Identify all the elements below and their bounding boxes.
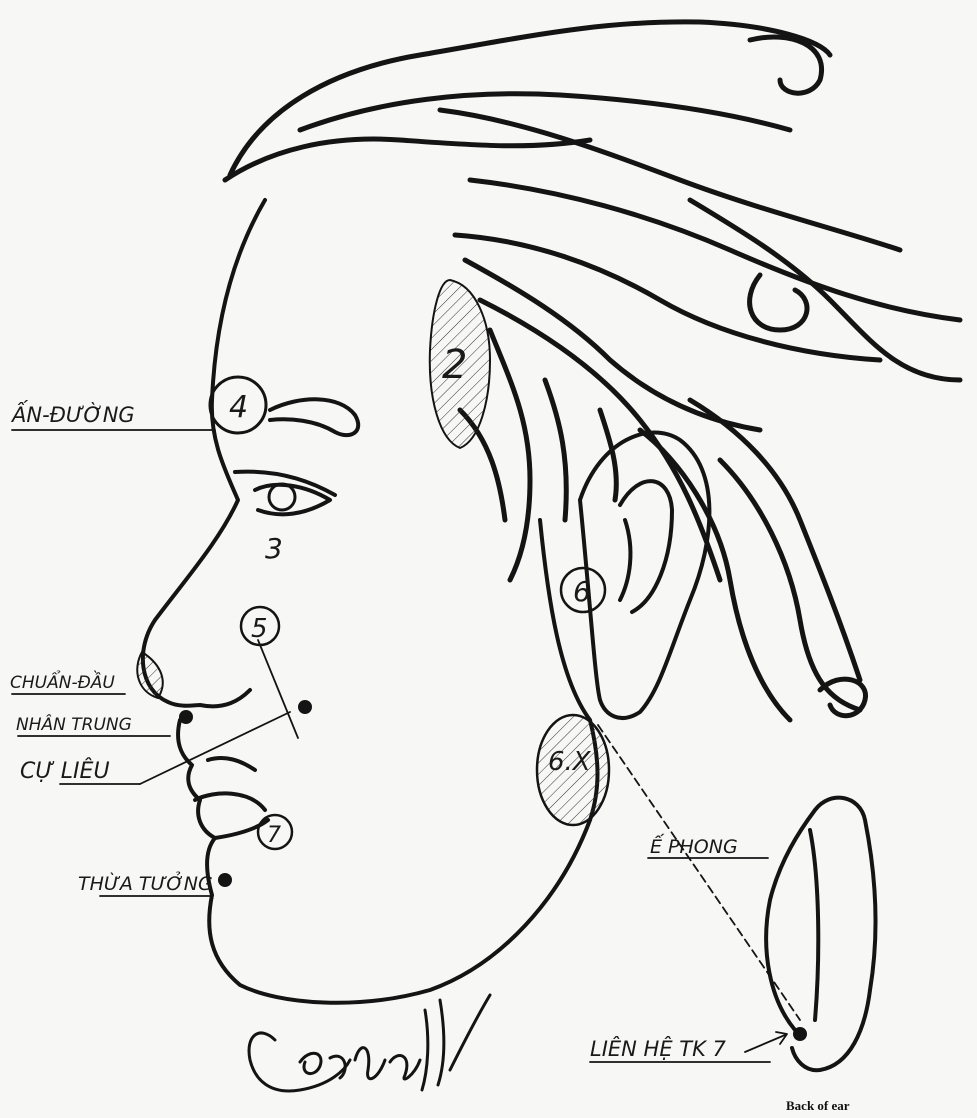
signature	[249, 995, 490, 1091]
cu-lieu-label: CỰ LIÊU	[20, 758, 110, 784]
nhan-trung-dot	[179, 710, 193, 724]
back-of-ear-sketch	[766, 798, 875, 1071]
lien-he-arrow	[745, 1035, 785, 1052]
nhan-trung-label: NHÂN TRUNG	[16, 713, 132, 735]
back-of-ear-caption: Back of ear	[786, 1098, 850, 1113]
point-5-label: 5	[251, 614, 268, 644]
leader-lines	[12, 430, 800, 1062]
point-3-label: 3	[265, 532, 283, 565]
lien-he-label: LIÊN HỆ TK 7	[590, 1036, 727, 1061]
point-2-label: 2	[442, 342, 467, 388]
cu-lieu-dot	[298, 700, 312, 714]
thua-tuong-dot	[218, 873, 232, 887]
nasolabial-line	[258, 640, 298, 738]
chuan-dau-region	[137, 652, 163, 698]
point-6x-label: 6.X	[548, 747, 592, 777]
lien-he-dot	[793, 1027, 807, 1041]
e-phong-line	[598, 725, 800, 1020]
point-6-label: 6	[573, 575, 591, 608]
eye-region	[235, 399, 358, 514]
an-duong-label: ẤN-ĐƯỜNG	[10, 400, 135, 427]
thua-tuong-label: THỪA TƯỞNG	[78, 870, 213, 895]
point-7-label: 7	[267, 823, 281, 848]
e-phong-label: Ế PHONG	[650, 833, 738, 858]
chuan-dau-label: CHUẨN-ĐẦU	[10, 669, 115, 693]
cu-lieu-pointer	[140, 712, 290, 784]
point-4-label: 4	[229, 390, 248, 425]
